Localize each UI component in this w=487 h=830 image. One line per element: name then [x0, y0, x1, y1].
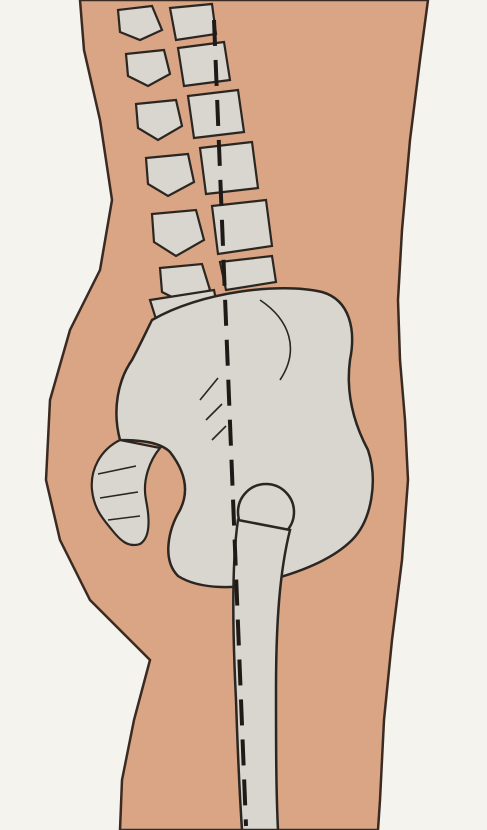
anatomy-figure: [0, 0, 487, 830]
anatomy-illustration: [0, 0, 487, 830]
